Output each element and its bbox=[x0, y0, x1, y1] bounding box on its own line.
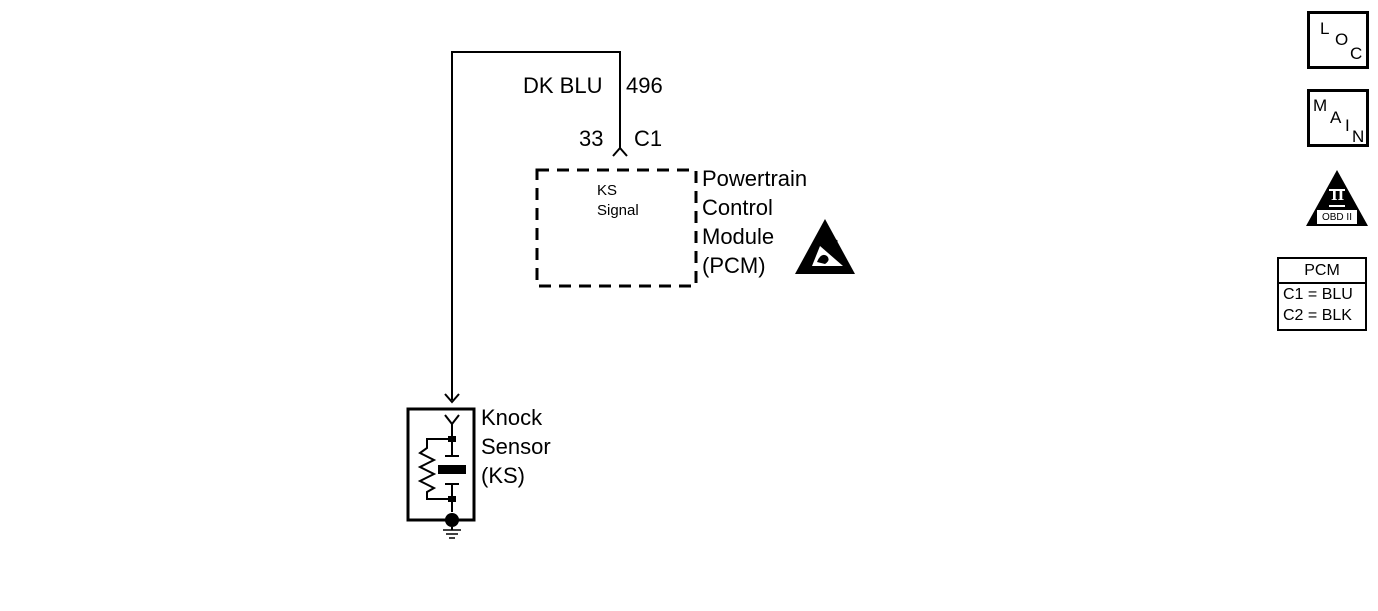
obd-ii-button[interactable]: II OBD II bbox=[1305, 169, 1369, 227]
connector-id-label: C1 bbox=[634, 126, 663, 151]
ground-icon bbox=[443, 513, 461, 539]
connector-pin-label: 33 bbox=[579, 126, 604, 151]
pcm-name-line-3: Module bbox=[702, 224, 775, 249]
main-button[interactable]: M A I N bbox=[1307, 89, 1369, 147]
obd-numeral: II bbox=[1331, 185, 1345, 204]
wire-color-label: DK BLU bbox=[523, 73, 603, 98]
ks-name-line-2: Sensor bbox=[481, 434, 551, 459]
loc-button[interactable]: L O C bbox=[1307, 11, 1369, 69]
pcm-box bbox=[535, 168, 698, 288]
wire-circuit-label: 496 bbox=[626, 73, 663, 98]
ks-terminal-icon bbox=[444, 414, 460, 455]
main-letter-2: A bbox=[1330, 108, 1342, 127]
pcm-internal-label-1: KS bbox=[597, 182, 618, 199]
ks-name-line-1: Knock bbox=[481, 405, 543, 430]
pcm-internal-label-2: Signal bbox=[597, 202, 639, 219]
main-letter-4: N bbox=[1352, 127, 1365, 146]
connector-color-table: PCM C1 = BLU C2 = BLK bbox=[1277, 257, 1367, 331]
ks-signal-wire bbox=[451, 51, 621, 400]
main-letter-1: M bbox=[1313, 96, 1328, 115]
knock-sensor-box bbox=[406, 407, 476, 522]
connector-table-header: PCM bbox=[1279, 259, 1365, 284]
pcm-name-line-4: (PCM) bbox=[702, 253, 766, 278]
loc-letter-2: O bbox=[1335, 30, 1349, 49]
obd-triangle-icon bbox=[1306, 170, 1368, 226]
resistor-icon bbox=[417, 438, 452, 500]
connector-table-row: C1 = BLU bbox=[1283, 286, 1353, 303]
loc-letter-1: L bbox=[1320, 19, 1330, 38]
main-letter-3: I bbox=[1345, 116, 1350, 135]
pcm-name-line-1: Powertrain bbox=[702, 166, 808, 191]
connector-pin-icon bbox=[612, 146, 628, 157]
pcm-name-line-2: Control bbox=[702, 195, 773, 220]
connector-table-row: C2 = BLK bbox=[1283, 307, 1352, 324]
ks-name-line-3: (KS) bbox=[481, 463, 525, 488]
esd-sensitive-icon bbox=[795, 219, 855, 274]
wire-arrow-icon bbox=[444, 393, 460, 404]
obd-label: OBD II bbox=[1321, 212, 1352, 223]
loc-letter-3: C bbox=[1350, 44, 1363, 63]
